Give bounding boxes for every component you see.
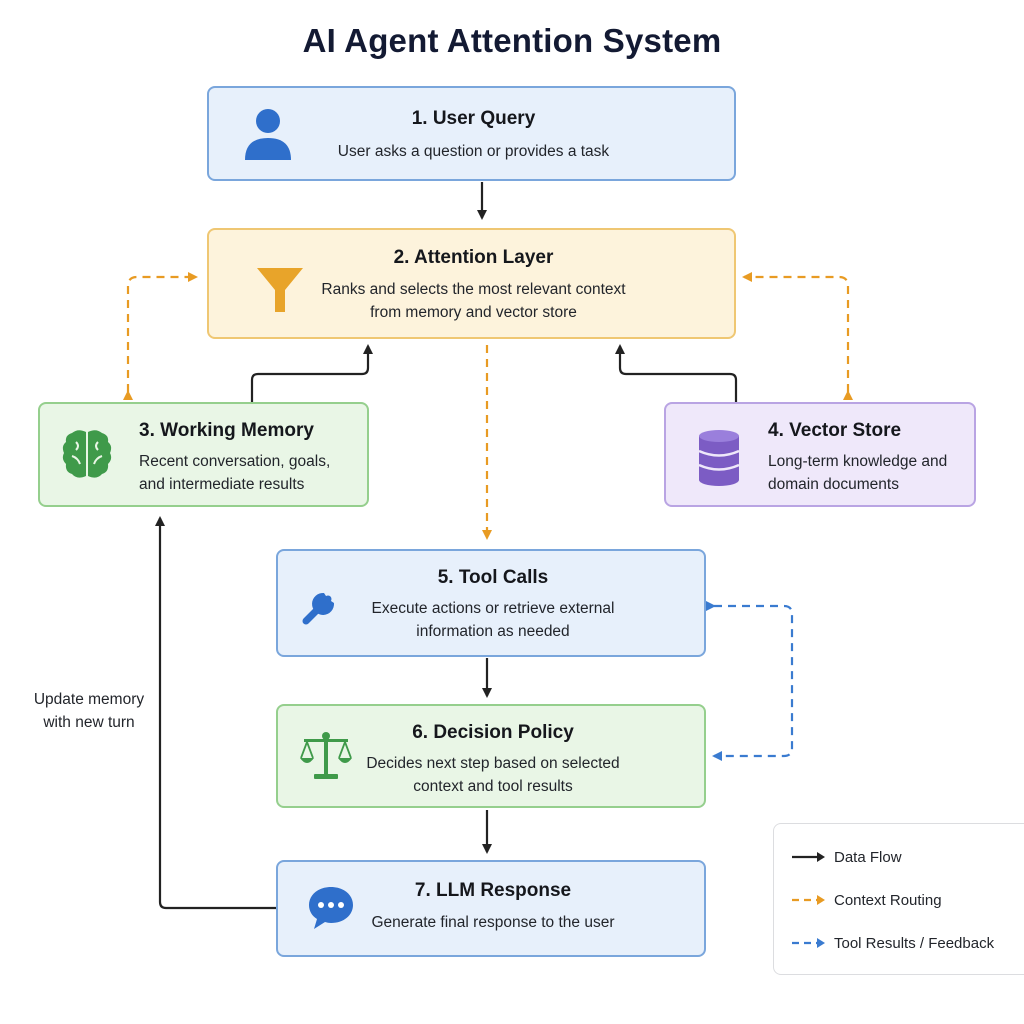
node-title: 5. Tool Calls bbox=[437, 567, 549, 588]
scale-icon bbox=[300, 732, 352, 779]
node-description: Execute actions or retrieve external bbox=[371, 600, 615, 617]
diagram-title: AI Agent Attention System bbox=[302, 22, 722, 59]
node-user-query: 1. User Query User asks a question or pr… bbox=[207, 86, 736, 181]
database-icon bbox=[698, 430, 740, 486]
legend-label: Tool Results / Feedback bbox=[834, 934, 995, 952]
node-tool-calls: 5. Tool Calls Execute actions or retriev… bbox=[276, 549, 706, 657]
node-decision-policy: 6. Decision Policy Decides next step bas… bbox=[276, 704, 706, 808]
node-title: 7. LLM Response bbox=[414, 880, 572, 901]
node-description: from memory and vector store bbox=[370, 304, 577, 321]
legend-label: Context Routing bbox=[834, 891, 942, 909]
dashed-orange-arrow-icon bbox=[792, 895, 825, 905]
legend-label: Data Flow bbox=[834, 848, 902, 866]
node-title: 3. Working Memory bbox=[139, 420, 314, 441]
node-title: 2. Attention Layer bbox=[393, 247, 554, 268]
node-description: Generate final response to the user bbox=[371, 914, 615, 931]
node-title: 1. User Query bbox=[411, 108, 536, 129]
brain-icon bbox=[62, 430, 112, 478]
legend-item-tool-feedback: Tool Results / Feedback bbox=[790, 933, 994, 953]
chat-bubble-icon bbox=[309, 887, 353, 929]
funnel-icon bbox=[257, 268, 303, 312]
update-memory-label-line: with new turn bbox=[43, 714, 135, 731]
node-description: Decides next step based on selected bbox=[366, 755, 620, 772]
node-working-memory: 3. Working Memory Recent conversation, g… bbox=[38, 402, 369, 507]
node-description: Recent conversation, goals, bbox=[139, 453, 331, 470]
node-attention-layer: 2. Attention Layer Ranks and selects the… bbox=[207, 228, 736, 339]
route-attention-vector bbox=[742, 272, 853, 400]
solid-arrow-icon bbox=[792, 852, 825, 862]
node-title: 6. Decision Policy bbox=[412, 722, 574, 743]
wrench-icon bbox=[302, 586, 341, 625]
update-memory-label: Update memory with new turn bbox=[22, 688, 156, 734]
legend: Data Flow Context Routing Tool Results /… bbox=[773, 823, 1024, 975]
update-memory-label-line: Update memory bbox=[33, 691, 145, 708]
node-description: and intermediate results bbox=[139, 476, 305, 493]
node-description: Long-term knowledge and bbox=[768, 453, 948, 470]
arrow-response-to-memory bbox=[155, 516, 276, 910]
person-icon bbox=[245, 109, 291, 160]
node-description: User asks a question or provides a task bbox=[337, 143, 610, 160]
legend-item-context-routing: Context Routing bbox=[790, 890, 942, 910]
node-vector-store: 4. Vector Store Long-term knowledge and … bbox=[664, 402, 976, 507]
node-description: domain documents bbox=[768, 476, 899, 493]
route-attention-memory bbox=[123, 272, 198, 400]
arrow-vector-to-attention bbox=[615, 344, 738, 402]
arrow-memory-to-attention bbox=[250, 344, 373, 402]
node-description: Ranks and selects the most relevant cont… bbox=[321, 281, 626, 298]
dashed-blue-arrow-icon bbox=[792, 938, 825, 948]
feedback-tools-decision bbox=[706, 601, 794, 761]
node-description: information as needed bbox=[416, 623, 570, 640]
legend-item-data-flow: Data Flow bbox=[790, 847, 902, 867]
node-description: context and tool results bbox=[413, 778, 573, 795]
node-title: 4. Vector Store bbox=[768, 420, 902, 441]
node-llm-response: 7. LLM Response Generate final response … bbox=[276, 860, 706, 957]
